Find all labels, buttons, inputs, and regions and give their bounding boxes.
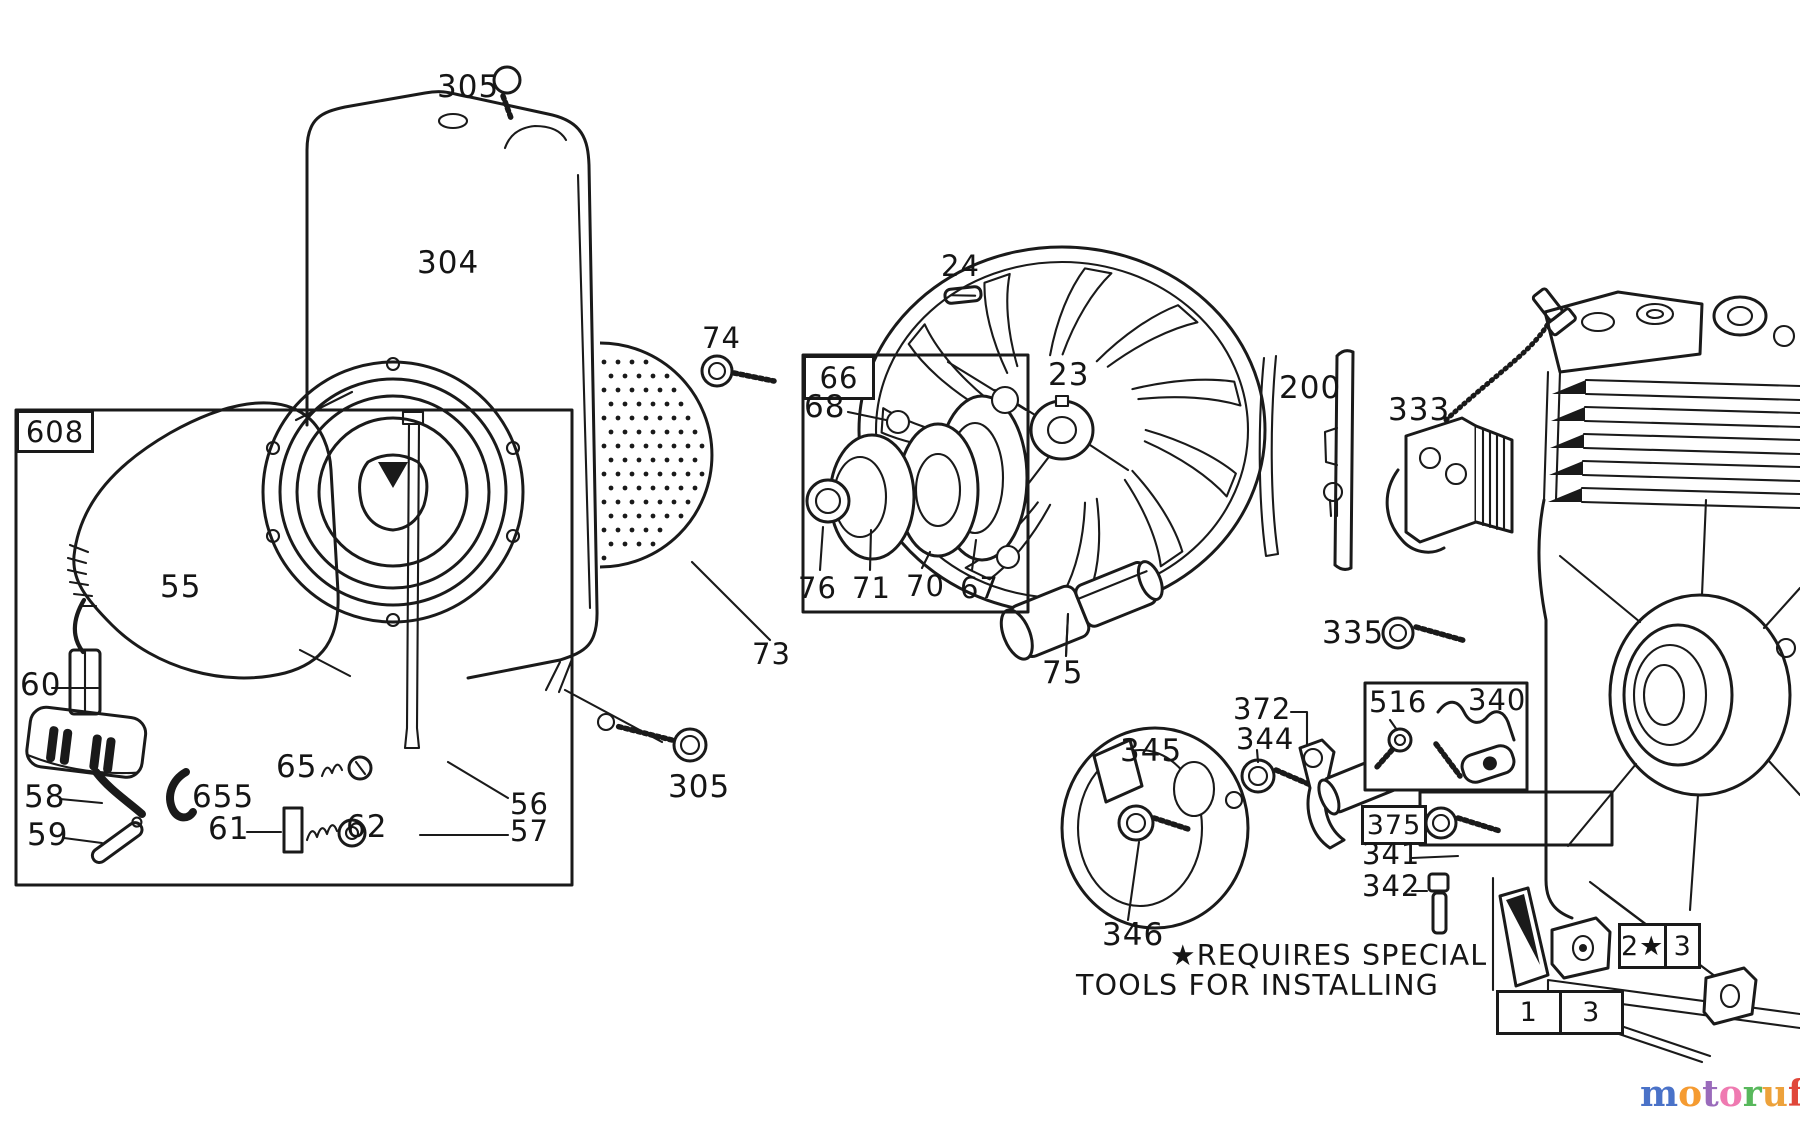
mounting-bolts-drawing xyxy=(492,65,777,763)
ignition-coil-drawing xyxy=(1381,287,1577,650)
part-label-516: 516 xyxy=(1369,685,1428,719)
part-label-23: 23 xyxy=(1048,357,1090,393)
part-label-346: 346 xyxy=(1102,917,1165,953)
ref-cell-3b: 3 xyxy=(1558,993,1622,1032)
part-label-200: 200 xyxy=(1279,370,1342,406)
part-label-305-bottom: 305 xyxy=(668,769,731,805)
motoruf-logo[interactable]: motoruf.de xyxy=(1640,1076,1800,1112)
part-label-67: 67 xyxy=(960,571,999,605)
inset-box-608 xyxy=(14,408,574,887)
footnote-line-1: ★REQUIRES SPECIAL xyxy=(1170,939,1488,972)
part-label-70: 70 xyxy=(906,569,945,603)
ref-cell-3a: 3 xyxy=(1664,926,1698,966)
inset-box-label-66: 66 xyxy=(803,355,875,400)
part-label-75: 75 xyxy=(1042,655,1084,691)
part-label-56: 56 xyxy=(510,787,549,821)
position-ref-box-lower: 1 3 xyxy=(1496,990,1624,1035)
part-label-65: 65 xyxy=(276,749,318,785)
position-ref-box-upper: 2★ 3 xyxy=(1618,923,1701,969)
breaker-plate-drawing xyxy=(1060,726,1250,930)
logo-letter: m xyxy=(1640,1073,1679,1115)
part-label-305-top: 305 xyxy=(437,69,500,105)
part-label-344: 344 xyxy=(1236,722,1295,756)
logo-letter: u xyxy=(1761,1073,1788,1115)
logo-letter: t xyxy=(1702,1073,1719,1115)
part-label-57: 57 xyxy=(510,814,549,848)
part-label-333: 333 xyxy=(1388,392,1451,428)
leader-line-73 xyxy=(690,560,772,642)
shield-200-drawing xyxy=(1258,349,1355,571)
points-set-box-drawing xyxy=(1363,681,1529,792)
starter-pulley-drawing xyxy=(261,356,525,750)
inset-box-label-608: 608 xyxy=(16,410,94,453)
part-label-341: 341 xyxy=(1362,837,1421,871)
part-label-74: 74 xyxy=(702,321,741,355)
footnote-line-2: TOOLS FOR INSTALLING xyxy=(1076,969,1440,1002)
rotating-screen-drawing xyxy=(600,341,714,569)
part-label-372: 372 xyxy=(1233,692,1292,726)
part-label-345: 345 xyxy=(1120,733,1183,769)
inset-box-label-375: 375 xyxy=(1361,805,1427,845)
part-label-335: 335 xyxy=(1322,615,1385,651)
armature-bolt-box-drawing xyxy=(1418,790,1614,847)
motoruf-logo-word: motoruf xyxy=(1640,1073,1800,1115)
part-label-58: 58 xyxy=(24,779,66,815)
part-label-71: 71 xyxy=(852,571,891,605)
part-label-68: 68 xyxy=(804,389,846,425)
logo-letter: o xyxy=(1678,1073,1703,1115)
starter-cone-drawing xyxy=(66,390,354,680)
part-label-76: 76 xyxy=(798,571,837,605)
ref-cell-1: 1 xyxy=(1519,997,1538,1028)
part-label-24: 24 xyxy=(941,249,980,283)
blower-housing-drawing xyxy=(305,90,664,744)
part-label-340: 340 xyxy=(1468,683,1527,717)
flywheel-key-drawing xyxy=(943,285,983,305)
part-label-655: 655 xyxy=(192,779,255,815)
part-label-61: 61 xyxy=(208,811,250,847)
clutch-housing-group-drawing xyxy=(801,353,1030,614)
ref-cell-2star: 2★ xyxy=(1621,930,1665,962)
starter-clutch-drawing xyxy=(999,560,1164,661)
logo-letter: r xyxy=(1742,1073,1762,1115)
part-label-304: 304 xyxy=(417,245,480,281)
part-label-342: 342 xyxy=(1362,869,1421,903)
logo-letter: o xyxy=(1718,1073,1743,1115)
starter-small-parts-drawing xyxy=(90,755,373,865)
part-label-62: 62 xyxy=(346,809,388,845)
part-label-59: 59 xyxy=(27,817,69,853)
part-label-73: 73 xyxy=(752,637,791,671)
leader-lines-left xyxy=(50,686,510,845)
part-label-60: 60 xyxy=(20,667,62,703)
starter-rope-handle-drawing xyxy=(25,597,148,818)
part-label-55: 55 xyxy=(160,569,202,605)
logo-letter: f xyxy=(1787,1073,1800,1115)
